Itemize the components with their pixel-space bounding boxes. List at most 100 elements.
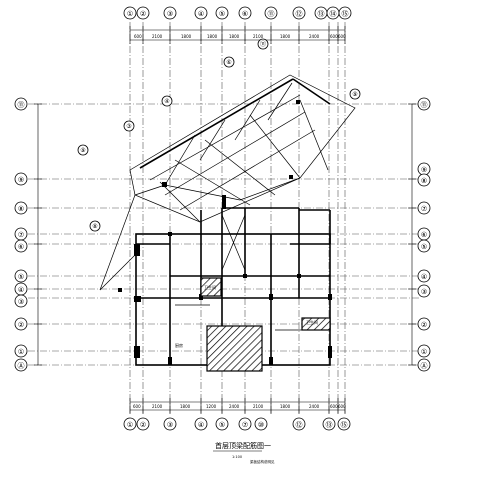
axis-bubble-bottom: ③ — [163, 417, 177, 431]
svg-text:⑦: ⑦ — [421, 205, 427, 213]
svg-text:⑥: ⑥ — [242, 10, 248, 18]
axis-bubble-skew: ⑨ — [77, 144, 89, 156]
axis-bubble-left: ⑤ — [14, 269, 28, 283]
axis-bubble-bottom: ① — [123, 417, 137, 431]
axis-bubble-bottom: ⑬ — [322, 417, 336, 431]
axis-bubble-top: ⑥ — [238, 6, 252, 20]
bottom-dim-6: 1800 — [280, 404, 291, 409]
svg-text:②: ② — [140, 421, 146, 429]
axis-bubble-right: ② — [417, 317, 431, 331]
axis-bubble-skew: ⑪ — [257, 38, 269, 50]
svg-text:①: ① — [421, 348, 427, 356]
axis-bubble-left: ③ — [14, 294, 28, 308]
svg-text:⑮: ⑮ — [342, 10, 349, 18]
axis-bubble-left: ⑧ — [14, 201, 28, 215]
bottom-dim-8: 600 — [330, 404, 338, 409]
axis-bubble-top: ⑪ — [264, 6, 278, 20]
svg-text:④: ④ — [164, 98, 169, 105]
axis-bubble-top: ⑤ — [215, 6, 229, 20]
axis-bubble-skew: ⑥ — [223, 56, 235, 68]
svg-text:②: ② — [140, 10, 146, 18]
axis-bubble-bottom: ② — [136, 417, 150, 431]
axis-bubble-top: ⑮ — [338, 6, 352, 20]
svg-text:①: ① — [18, 348, 24, 356]
svg-text:⑪: ⑪ — [421, 101, 428, 109]
top-dim-3: 1800 — [207, 34, 218, 39]
svg-text:⑤: ⑤ — [421, 243, 427, 251]
axis-bubble-left: ① — [14, 344, 28, 358]
axis-bubble-skew: ④ — [161, 95, 173, 107]
bottom-dimension-chain: 600 2100 1800 1200 2400 2100 1800 2400 6… — [129, 398, 346, 414]
top-dim-7: 2400 — [309, 34, 320, 39]
svg-text:⑪: ⑪ — [260, 40, 266, 48]
top-dim-0: 600 — [134, 34, 142, 39]
axis-bubble-bottom: ⑤ — [215, 417, 229, 431]
top-dim-9: 600 — [338, 34, 346, 39]
bottom-dim-9: 600 — [338, 404, 346, 409]
hatched-areas — [200, 277, 331, 372]
axis-bubble-bottom: ⑩ — [254, 417, 268, 431]
axis-bubble-right: ① — [417, 344, 431, 358]
room-label-kitchen: 厨房 — [175, 342, 183, 348]
svg-text:④: ④ — [421, 273, 427, 281]
svg-text:③: ③ — [18, 298, 24, 306]
svg-text:⑨: ⑨ — [18, 176, 24, 184]
axis-bubble-right: ⑨ — [417, 162, 431, 176]
room-label-bath-2: 卫生间 — [306, 319, 318, 325]
svg-text:⑨: ⑨ — [421, 166, 427, 174]
svg-text:⑫: ⑫ — [296, 421, 303, 429]
axis-bubble-right: ③ — [417, 284, 431, 298]
axis-bubble-left: ⑥ — [14, 239, 28, 253]
svg-text:⑧: ⑧ — [92, 223, 97, 230]
bottom-dim-3: 1200 — [206, 404, 217, 409]
axis-bubble-bottom: ⑮ — [337, 417, 351, 431]
skewed-axis-bubbles: ⑪ ⑥ ④ ③ ⑨ ⑧ ⑨ — [77, 38, 361, 232]
top-dim-8: 600 — [330, 34, 338, 39]
axis-bubble-top: ② — [136, 6, 150, 20]
svg-text:③: ③ — [421, 288, 427, 296]
axis-bubble-bottom: ⑦ — [238, 417, 252, 431]
bottom-dim-1: 2100 — [152, 404, 163, 409]
svg-text:⑧: ⑧ — [421, 177, 427, 185]
axis-bubble-left: ② — [14, 317, 28, 331]
svg-text:⑧: ⑧ — [18, 205, 24, 213]
axis-bubble-top: ③ — [163, 6, 177, 20]
svg-text:⑥: ⑥ — [226, 59, 231, 66]
drawing-note: 梁板结构说明见 — [250, 459, 275, 464]
bottom-dim-2: 1800 — [180, 404, 191, 409]
svg-text:⑬: ⑬ — [326, 421, 333, 429]
top-axis-bubbles: ① ② ③ ④ ⑤ ⑥ ⑪ ⑫ ⑬ ⑭ ⑮ — [123, 6, 352, 20]
side-dimension-chains — [34, 103, 416, 366]
axis-bubble-top: ④ — [194, 6, 208, 20]
axis-bubble-skew: ⑧ — [89, 220, 101, 232]
svg-text:Ⓐ: Ⓐ — [421, 362, 428, 370]
axis-bubble-right: ⑥ — [417, 227, 431, 241]
main-block-walls — [134, 195, 332, 366]
axis-bubble-top: ① — [123, 6, 137, 20]
axis-bubble-left: Ⓐ — [14, 358, 28, 372]
svg-text:⑥: ⑥ — [18, 243, 24, 251]
right-axis-bubbles: ⑪ ⑨ ⑧ ⑦ ⑥ ⑤ ④ ③ ② ① Ⓐ — [417, 97, 431, 372]
axis-bubble-skew: ③ — [123, 120, 135, 132]
svg-text:②: ② — [18, 321, 24, 329]
svg-text:②: ② — [421, 321, 427, 329]
svg-text:⑪: ⑪ — [268, 10, 275, 18]
axis-bubble-right: ⑤ — [417, 239, 431, 253]
svg-text:③: ③ — [167, 421, 173, 429]
bottom-dim-4: 2400 — [229, 404, 240, 409]
top-dim-5: 2100 — [253, 34, 264, 39]
axis-bubble-right: ⑧ — [417, 173, 431, 187]
axis-bubble-left: ⑪ — [14, 97, 28, 111]
axis-bubble-bottom: ⑫ — [292, 417, 306, 431]
svg-text:⑮: ⑮ — [341, 421, 348, 429]
svg-text:①: ① — [127, 10, 133, 18]
axis-bubble-skew: ⑨ — [349, 88, 361, 100]
svg-text:⑫: ⑫ — [296, 10, 303, 18]
svg-text:⑤: ⑤ — [219, 10, 225, 18]
axis-bubble-right: ④ — [417, 269, 431, 283]
top-dim-6: 1800 — [280, 34, 291, 39]
axis-bubble-top: ⑭ — [326, 6, 340, 20]
bottom-axis-bubbles: ① ② ③ ④ ⑤ ⑦ ⑩ ⑫ ⑬ ⑮ — [123, 417, 351, 431]
axis-bubble-right: ⑪ — [417, 97, 431, 111]
